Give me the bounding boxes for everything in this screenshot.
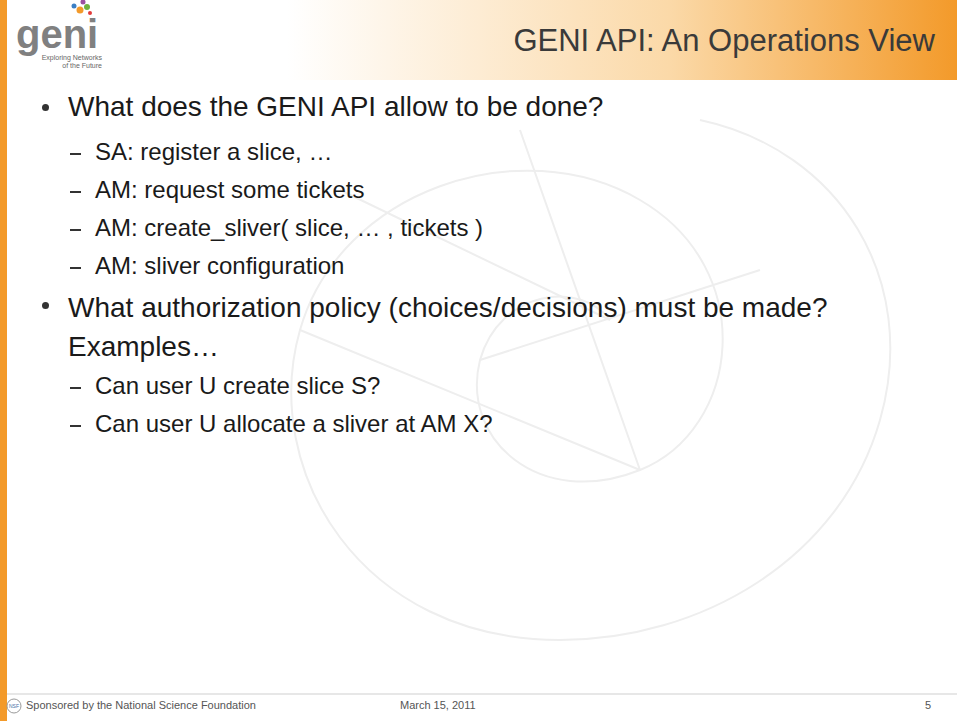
slide-title: GENI API: An Operations View (513, 22, 935, 59)
bullet-dash (70, 191, 81, 193)
logo-wordmark: geni (16, 10, 98, 58)
header-band (0, 0, 957, 80)
sub-bullet-text: SA: register a slice, … (95, 138, 332, 167)
sub-bullet-text: AM: create_sliver( slice, … , tickets ) (95, 214, 483, 243)
sub-bullet-text: AM: request some tickets (95, 176, 364, 205)
bullet-dash (70, 153, 81, 155)
bullet-text: What authorization policy (choices/decis… (68, 288, 888, 366)
footer-rule (7, 694, 957, 695)
bullet-text: What does the GENI API allow to be done? (68, 90, 603, 124)
left-bar (0, 0, 7, 721)
slide-number: 5 (925, 699, 931, 712)
bullet-dash (70, 267, 81, 269)
bullet-dash (70, 229, 81, 231)
footer-sponsor: Sponsored by the National Science Founda… (26, 699, 256, 712)
logo-tagline: Exploring Networks of the Future (40, 54, 102, 71)
nautilus-watermark (291, 120, 890, 640)
bullet-dot (42, 302, 49, 309)
footer-date: March 15, 2011 (400, 699, 476, 712)
nsf-logo (7, 699, 21, 713)
bullet-dot (42, 104, 49, 111)
bullet-dash (70, 387, 81, 389)
bullet-dash (70, 425, 81, 427)
sub-bullet-text: Can user U create slice S? (95, 372, 380, 401)
sub-bullet-text: Can user U allocate a sliver at AM X? (95, 410, 493, 439)
sub-bullet-text: AM: sliver configuration (95, 252, 344, 281)
nsf-logo-text: NSF (8, 703, 20, 709)
